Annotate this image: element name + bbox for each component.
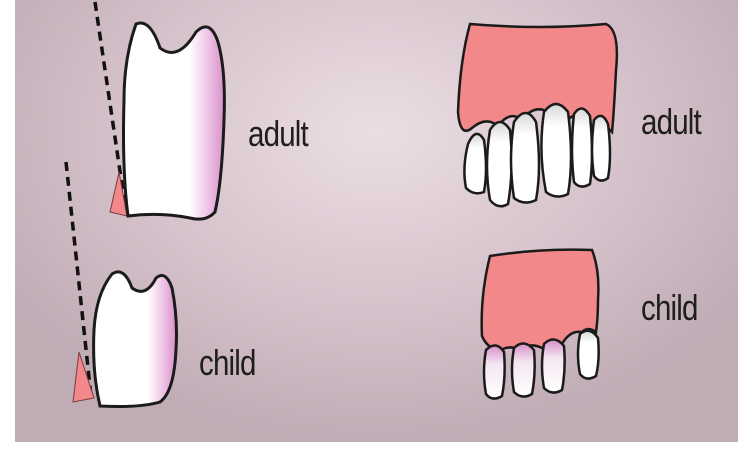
tooth-incisor <box>511 113 539 203</box>
tooth-incisor <box>541 104 571 197</box>
child-front-view <box>482 250 599 399</box>
tooth-incisor <box>542 339 565 392</box>
tooth-incisor <box>592 116 610 181</box>
tooth-incisor <box>572 108 592 186</box>
adult-front-view <box>458 24 617 206</box>
molar-tooth-side <box>94 272 177 407</box>
upper-gum <box>458 24 617 132</box>
gum-wedge <box>73 352 94 402</box>
label-adult-front: adult <box>641 104 701 140</box>
dashed-guide-line <box>95 2 126 212</box>
tooth-incisor <box>464 134 486 193</box>
label-adult-side: adult <box>248 116 308 152</box>
tooth-incisor <box>512 343 535 396</box>
molar-tooth-side <box>124 23 225 219</box>
tooth-incisor <box>487 122 512 206</box>
label-child-front: child <box>641 290 698 326</box>
tooth-incisor <box>484 345 505 398</box>
adult-side-view <box>95 2 224 219</box>
tooth-incisor <box>578 331 599 379</box>
label-child-side: child <box>199 345 256 381</box>
